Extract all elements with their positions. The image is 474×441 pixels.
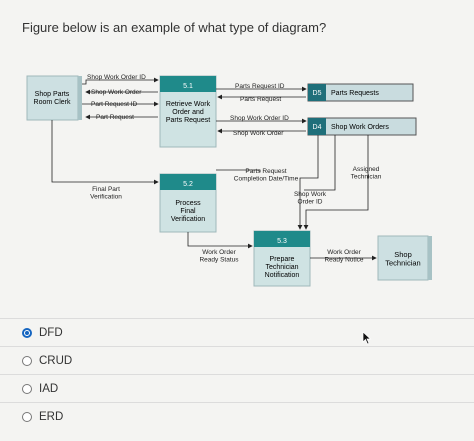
option-erd-label: ERD <box>39 410 64 423</box>
flow-label-parts-request-id: Parts Request ID <box>235 83 285 90</box>
option-crud-label: CRUD <box>39 354 73 367</box>
option-dfd-label: DFD <box>39 326 63 339</box>
radio-crud[interactable] <box>22 355 32 366</box>
radio-dfd[interactable] <box>22 327 32 338</box>
option-crud[interactable]: CRUD <box>0 346 474 374</box>
flow-label-parts-request: Parts Request <box>240 96 281 103</box>
flow-label-part-request-id: Part Request ID <box>91 101 138 108</box>
flow-label-shop-work-order-id-1: Shop Work Order ID <box>87 74 146 81</box>
flow-label-part-request: Part Request <box>96 114 134 121</box>
option-dfd[interactable]: DFD <box>0 318 474 346</box>
process-5-2-id: 5.2 <box>183 181 193 188</box>
data-store-d4: D4 Shop Work Orders <box>307 117 417 136</box>
option-iad[interactable]: IAD <box>0 374 474 402</box>
option-erd[interactable]: ERD <box>0 402 474 430</box>
data-store-d5-id: D5 <box>313 90 322 97</box>
flow-label-shop-work-order-id-2: Shop Work Order ID <box>230 115 289 122</box>
data-store-d5-label: Parts Requests <box>331 90 379 97</box>
flow-lines <box>51 77 377 261</box>
process-5-1-id: 5.1 <box>183 83 193 90</box>
data-store-d4-id: D4 <box>313 124 322 131</box>
flow-label-shop-work-order-2: Shop Work Order <box>233 130 284 137</box>
mouse-cursor-icon <box>362 331 372 345</box>
data-store-d5: D5 Parts Requests <box>307 83 414 102</box>
radio-iad[interactable] <box>22 383 32 394</box>
flow-label-shop-work-order-1: Shop Work Order <box>91 89 142 96</box>
answer-options: DFD CRUD IAD ERD <box>0 318 474 430</box>
option-iad-label: IAD <box>39 382 59 395</box>
process-5-3-id: 5.3 <box>277 238 287 245</box>
radio-erd[interactable] <box>22 411 32 422</box>
question-text: Figure below is an example of what type … <box>22 20 327 35</box>
data-store-d4-label: Shop Work Orders <box>331 124 389 131</box>
